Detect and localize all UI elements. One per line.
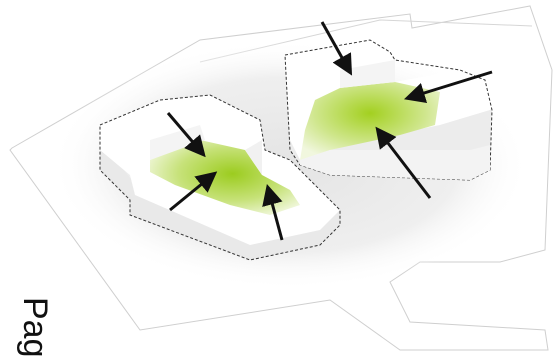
arrow-icon (169, 171, 218, 212)
arrow-icon (166, 112, 206, 158)
arrow-icon (262, 183, 284, 241)
building-right (284, 39, 493, 181)
rotated-text-fragment: Pag (16, 297, 54, 358)
arrow-icon (375, 126, 432, 199)
arrows (166, 21, 493, 241)
arrow-icon (320, 21, 353, 76)
arrow-icon (403, 70, 493, 104)
